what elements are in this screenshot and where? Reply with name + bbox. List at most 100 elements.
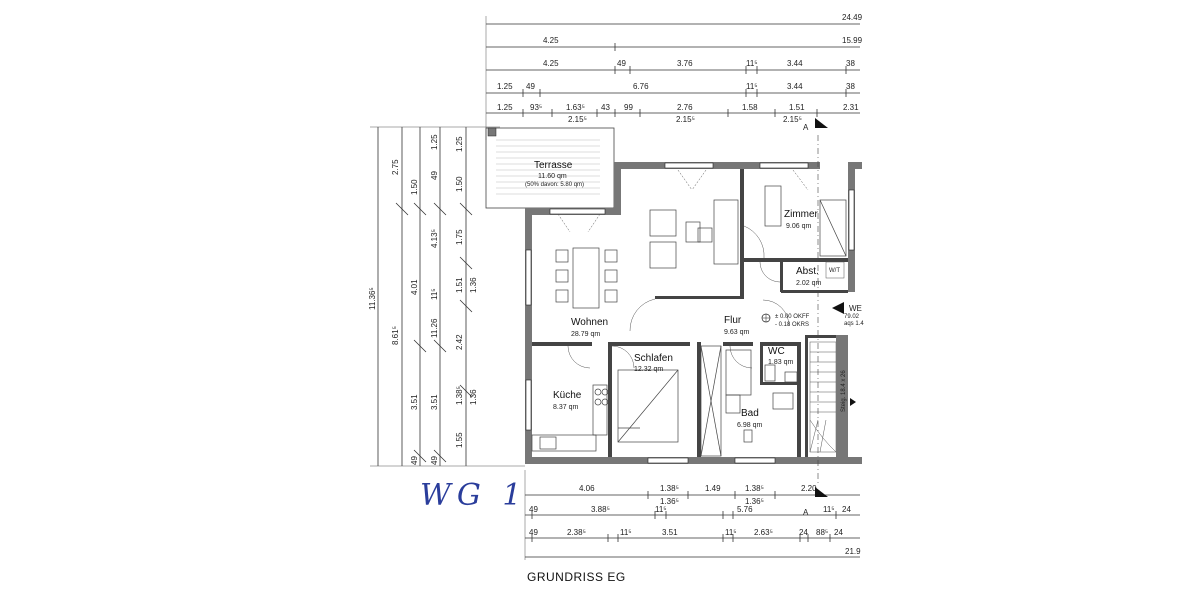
room-area-kueche: 8.37 qm bbox=[553, 404, 578, 411]
section-arrow-icon bbox=[815, 118, 828, 128]
dim-top-total: 24.49 bbox=[842, 13, 863, 22]
entry-code: 79.02 bbox=[844, 314, 860, 320]
room-area-terrasse: 11.60 qm bbox=[538, 173, 567, 180]
dim-bottom-total: 21.9 bbox=[845, 547, 861, 556]
dim-left: 1.75 bbox=[455, 229, 464, 245]
dim-left-total: 11.36⁵ bbox=[368, 287, 377, 310]
section-marker-top: A bbox=[803, 123, 809, 132]
room-area-abst: 2.02 qm bbox=[796, 280, 821, 287]
dim-top-sub: 2.15⁵ bbox=[676, 115, 695, 124]
dim-left: 1.25 bbox=[430, 134, 439, 150]
dim-bottom-sub: 1.36⁵ bbox=[745, 497, 764, 506]
dim-bottom: 24 bbox=[834, 528, 843, 537]
dim-left: 11⁵ bbox=[430, 288, 439, 300]
dim-top: 1.63⁵ bbox=[566, 103, 585, 112]
drawing-title: GRUNDRISS EG bbox=[527, 570, 626, 584]
top-dimension-texts: 24.49 4.25 15.99 4.25 49 3.76 11⁵ 3.44 3… bbox=[497, 13, 863, 132]
dim-bottom: 11⁵ bbox=[620, 528, 632, 537]
dim-bottom: 11⁵ bbox=[655, 505, 667, 514]
dim-left: 49 bbox=[430, 456, 439, 465]
room-labels: Zimmer 9.06 qm Abst. 2.02 qm W/T Wohnen … bbox=[553, 209, 840, 429]
furniture bbox=[531, 185, 847, 457]
section-arrow-bottom-icon bbox=[815, 487, 828, 497]
level-okrs: - 0.18 OKRS bbox=[775, 322, 809, 328]
dim-left: 1.50 bbox=[410, 179, 419, 195]
dim-bottom: 11⁵ bbox=[725, 528, 737, 537]
dim-top: 11⁵ bbox=[746, 59, 758, 68]
dim-top: 38 bbox=[846, 59, 855, 68]
dim-top: 2.76 bbox=[677, 103, 693, 112]
dim-top: 43 bbox=[601, 103, 610, 112]
dim-top: 38 bbox=[846, 82, 855, 91]
dim-left: 1.25 bbox=[455, 136, 464, 152]
stairwell: Steig. 18.4 x 26 bbox=[809, 335, 848, 457]
level-crosshair-icon bbox=[762, 314, 770, 322]
dim-bottom: 3.51 bbox=[662, 528, 678, 537]
room-area-schlafen: 12.32 qm bbox=[634, 366, 663, 373]
room-area-zimmer: 9.06 qm bbox=[786, 223, 811, 230]
dim-left: 1.38⁵ bbox=[455, 386, 464, 405]
interior-walls bbox=[532, 169, 848, 457]
entry-sub: aqs 1.4 bbox=[844, 321, 864, 327]
dim-bottom: 1.38⁵ bbox=[660, 484, 679, 493]
dim-top: 1.25 bbox=[497, 82, 513, 91]
left-dimension-texts: 11.36⁵ 2.75 8.61⁵ 1.50 4.01 3.51 49 1.25… bbox=[368, 134, 478, 465]
dim-bottom: 11⁵ bbox=[823, 505, 835, 514]
room-name-wohnen: Wohnen bbox=[571, 317, 608, 328]
room-name-abst: Abst. bbox=[796, 266, 819, 277]
dim-bottom-sub: 1.36⁵ bbox=[660, 497, 679, 506]
dim-top: 15.99 bbox=[842, 36, 863, 45]
dim-top-sub: 2.15⁵ bbox=[568, 115, 587, 124]
dim-bottom: 3.88⁵ bbox=[591, 505, 610, 514]
level-okff: ± 0.00 OKFF bbox=[775, 314, 810, 320]
windows bbox=[525, 162, 855, 464]
dim-top: 49 bbox=[617, 59, 626, 68]
dim-bottom: 5.76 bbox=[737, 505, 753, 514]
dim-top: 49 bbox=[526, 82, 535, 91]
dim-left: 1.36 bbox=[469, 277, 478, 293]
dim-left: 4.13⁵ bbox=[430, 229, 439, 248]
dim-top: 3.44 bbox=[787, 82, 803, 91]
stair-edge-icon bbox=[850, 398, 856, 406]
dim-bottom: 24 bbox=[799, 528, 808, 537]
bottom-dimension-texts: 4.06 1.38⁵ 1.49 1.38⁵ 2.20 1.36⁵ 1.36⁵ A… bbox=[529, 484, 861, 556]
dim-top: 1.25 bbox=[497, 103, 513, 112]
dim-top: 99 bbox=[624, 103, 633, 112]
dim-left: 1.50 bbox=[455, 176, 464, 192]
top-dimension-lines bbox=[485, 16, 860, 140]
dim-bottom: 1.49 bbox=[705, 484, 721, 493]
room-area-wohnen: 28.79 qm bbox=[571, 331, 600, 338]
section-marker-bottom: A bbox=[803, 508, 809, 517]
dim-top: 1.51 bbox=[789, 103, 805, 112]
dim-left: 1.36 bbox=[469, 389, 478, 405]
dim-left: 3.51 bbox=[410, 394, 419, 410]
dim-left: 3.51 bbox=[430, 394, 439, 410]
room-name-zimmer: Zimmer bbox=[784, 209, 819, 220]
dim-left: 49 bbox=[410, 456, 419, 465]
exterior-walls bbox=[525, 162, 862, 464]
entry-tag: WE bbox=[849, 304, 862, 313]
room-area-wc: 1.83 qm bbox=[768, 359, 793, 366]
dim-bottom: 24 bbox=[842, 505, 851, 514]
room-name-flur: Flur bbox=[724, 315, 742, 326]
room-name-schlafen: Schlafen bbox=[634, 353, 673, 364]
dim-top: 4.25 bbox=[543, 59, 559, 68]
door-swings bbox=[557, 169, 809, 369]
dim-left: 2.75 bbox=[391, 159, 400, 175]
dim-left: 1.55 bbox=[455, 432, 464, 448]
room-name-wc: WC bbox=[768, 346, 785, 357]
dim-top: 3.44 bbox=[787, 59, 803, 68]
dim-bottom: 49 bbox=[529, 505, 538, 514]
dim-bottom: 4.06 bbox=[579, 484, 595, 493]
dim-top: 93⁵ bbox=[530, 103, 542, 112]
room-name-bad: Bad bbox=[741, 408, 759, 419]
dim-bottom: 88⁵ bbox=[816, 528, 828, 537]
stairs-label: Steig. 18.4 x 26 bbox=[841, 370, 847, 412]
room-area-bad: 6.98 qm bbox=[737, 422, 762, 429]
left-dimension-lines bbox=[370, 126, 525, 467]
dim-bottom: 2.63⁵ bbox=[754, 528, 773, 537]
dim-top: 11⁵ bbox=[746, 82, 758, 91]
dim-top: 4.25 bbox=[543, 36, 559, 45]
dim-top: 6.76 bbox=[633, 82, 649, 91]
